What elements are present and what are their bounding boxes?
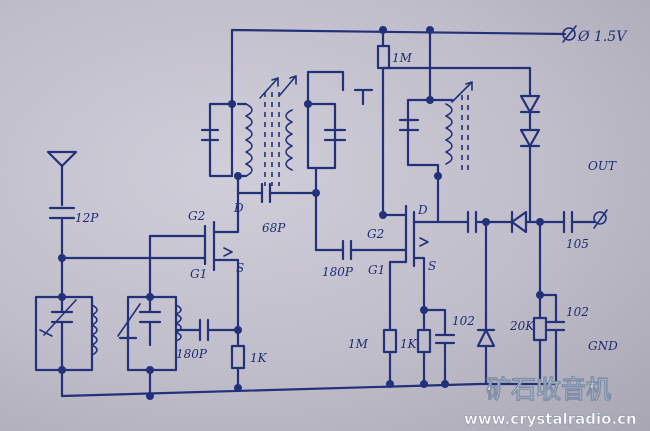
label-cap-105: 105 <box>566 237 589 251</box>
resistor-1m-low <box>382 328 398 388</box>
label-g1-right: G1 <box>368 263 385 277</box>
watermark-url: www.crystalradio.cn <box>464 410 637 428</box>
label-r-20k: 20K <box>509 319 535 333</box>
label-r-1k-right: 1K <box>400 337 418 351</box>
label-s-right: S <box>428 259 436 273</box>
label-r-top: 1M <box>392 51 413 65</box>
resistor-1k-right <box>416 308 456 388</box>
capacitor-12p <box>48 206 76 260</box>
ground-rail <box>60 382 557 398</box>
resistor-1m-top <box>376 28 391 217</box>
label-g2-right: G2 <box>367 227 384 241</box>
mosfet-left <box>60 174 240 274</box>
capacitor-68p <box>236 166 318 252</box>
label-gnd: GND <box>588 339 618 353</box>
label-cap-180-low: 180P <box>176 347 208 361</box>
mosfet-right <box>381 174 440 332</box>
label-supply: Ø 1.5V <box>577 29 628 45</box>
resistor-20k <box>532 288 566 386</box>
label-cap-180-mid: 180P <box>322 265 354 279</box>
label-g2-left: G2 <box>188 209 205 223</box>
tuned-circuit-rf <box>117 234 182 398</box>
label-out: OUT <box>588 159 617 173</box>
label-s-left: S <box>236 261 244 275</box>
capacitor-180p-low <box>174 318 240 342</box>
label-cap-ant: 12P <box>75 211 99 225</box>
antenna <box>46 150 78 207</box>
label-r-1k-left: 1K <box>250 351 268 365</box>
junction-dots <box>58 26 544 400</box>
label-d-left: D <box>233 201 244 215</box>
supply-rail <box>230 25 577 106</box>
label-r-1m-low: 1M <box>348 337 369 351</box>
tuned-circuit-antenna <box>34 256 98 398</box>
label-d-right: D <box>417 203 428 217</box>
label-cap-102-right: 102 <box>566 305 589 319</box>
label-g1-left: G1 <box>190 267 207 281</box>
label-cap-68: 68P <box>262 221 286 235</box>
label-cap-102-mid: 102 <box>452 314 475 328</box>
capacitor-180p-mid <box>314 239 407 261</box>
watermark-title: 矿石收音机 <box>486 375 611 404</box>
transformer <box>200 70 374 186</box>
diode-chain <box>381 66 542 292</box>
output-network <box>436 209 608 386</box>
